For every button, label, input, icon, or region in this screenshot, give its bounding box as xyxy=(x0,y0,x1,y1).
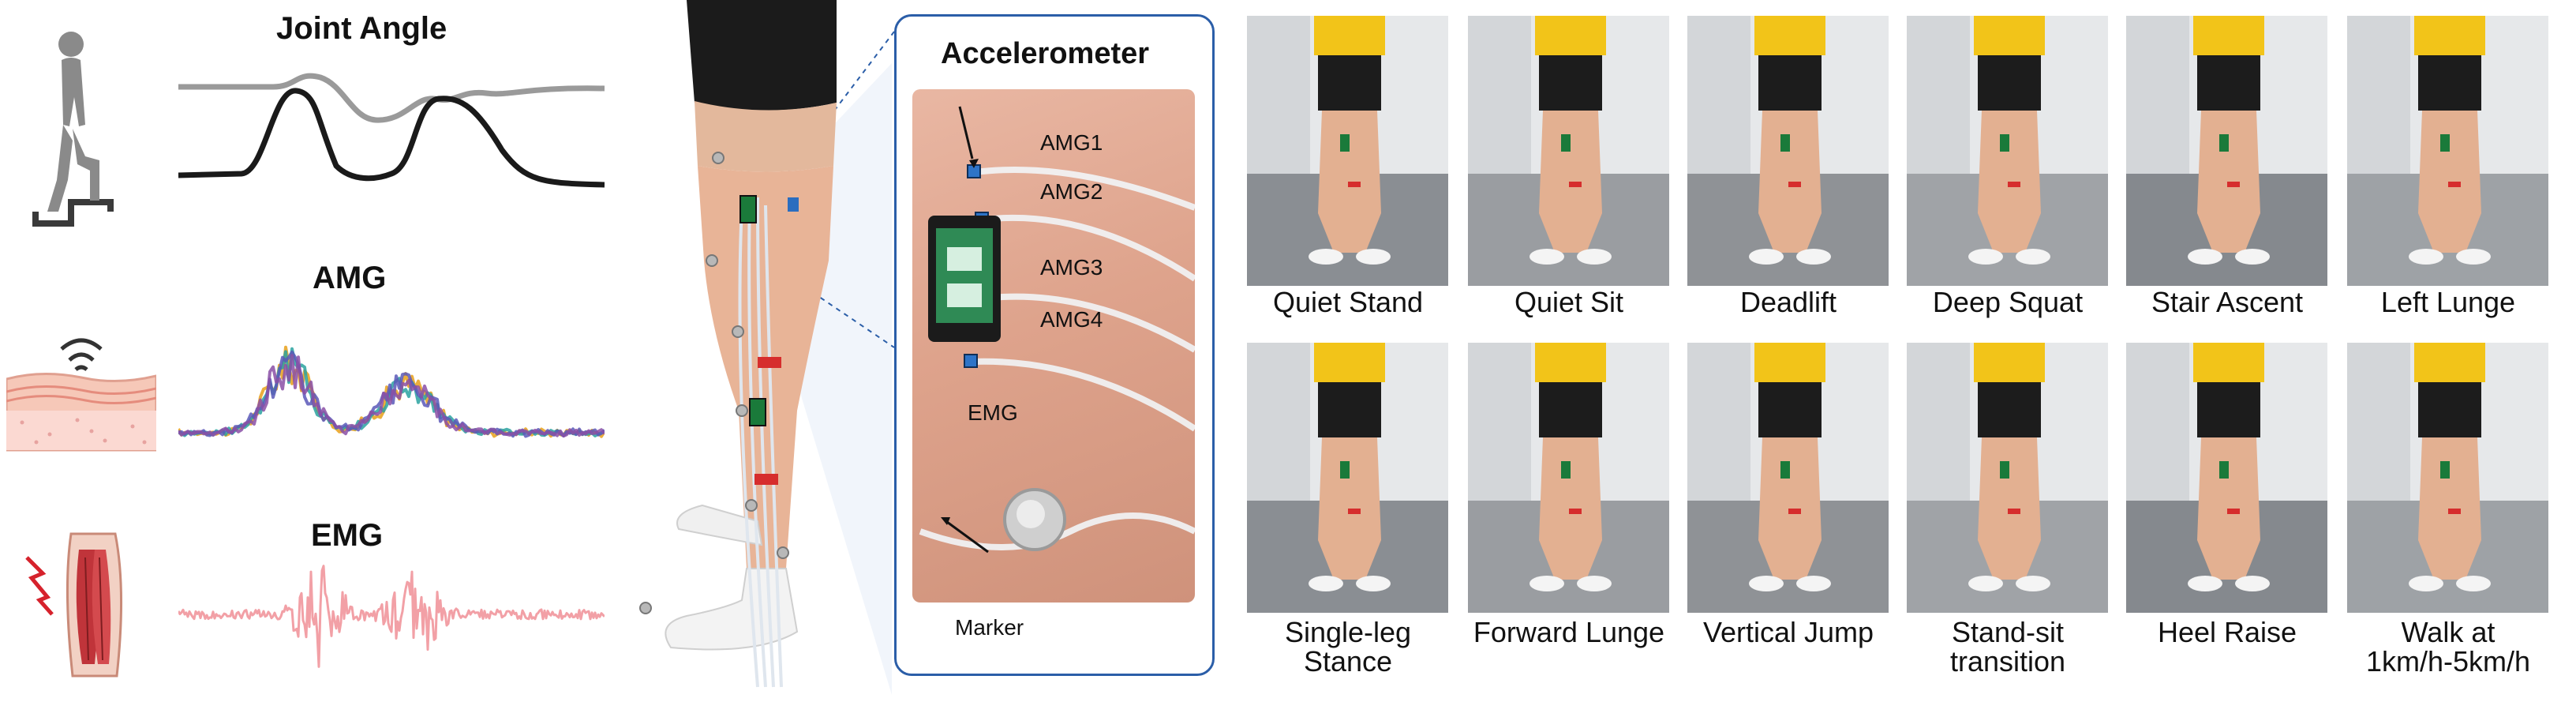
activity-scene xyxy=(2126,343,2327,613)
activity-photo xyxy=(1687,16,1889,286)
activity-caption-line: Heel Raise xyxy=(2157,616,2297,648)
marker-label: Marker xyxy=(955,615,1024,640)
amg2-label: AMG2 xyxy=(1040,179,1103,204)
amg-trace xyxy=(178,345,605,438)
activity-scene xyxy=(2347,16,2548,286)
activity-photo xyxy=(2126,16,2327,286)
amg3-label: AMG3 xyxy=(1040,255,1103,280)
callout-title: Accelerometer xyxy=(941,37,1150,70)
activity-caption-line: Walk at xyxy=(2401,616,2496,648)
activity-caption-line: Stand-sit xyxy=(1951,616,2065,648)
activity-caption-line: Stair Ascent xyxy=(2151,286,2304,318)
activity-caption-line: Deadlift xyxy=(1739,286,1837,318)
activity-caption: Quiet Stand xyxy=(1237,287,1458,317)
activity-caption-line: Deep Squat xyxy=(1932,286,2084,318)
activity-scene xyxy=(1687,343,1889,613)
skin-vibration-icon xyxy=(6,338,156,452)
sensor-closeup-photo xyxy=(912,89,1195,603)
activity-caption-line: Left Lunge xyxy=(2380,286,2516,318)
activity-photo xyxy=(1468,16,1669,286)
activity-photo xyxy=(2126,343,2327,613)
emg-trace xyxy=(178,565,605,668)
activity-scene xyxy=(1247,343,1448,613)
amg4-label: AMG4 xyxy=(1040,307,1103,332)
activity-caption-line: Quiet Sit xyxy=(1514,286,1624,318)
amg-series-line xyxy=(178,354,605,438)
leg-illustration xyxy=(639,0,895,695)
amg-title: AMG xyxy=(313,261,387,295)
activity-scene xyxy=(1468,343,1669,613)
sensor-closeup-drawing xyxy=(919,106,1195,554)
activity-photo xyxy=(2347,343,2548,613)
activity-caption-line: Vertical Jump xyxy=(1702,616,1874,648)
activity-scene xyxy=(1247,16,1448,286)
activity-caption: Stair Ascent xyxy=(2117,287,2338,317)
activity-photo xyxy=(1687,343,1889,613)
activity-caption-line: transition xyxy=(1949,645,2066,678)
activity-photo xyxy=(1468,343,1669,613)
amg1-label: AMG1 xyxy=(1040,130,1103,155)
activity-photo xyxy=(1247,16,1448,286)
activity-photo xyxy=(2347,16,2548,286)
joint-angle-title: Joint Angle xyxy=(276,11,447,46)
activity-caption-line: 1km/h-5km/h xyxy=(2365,645,2531,678)
activity-scene xyxy=(2347,343,2548,613)
stair-climber-icon xyxy=(32,32,114,227)
activity-scene xyxy=(2126,16,2327,286)
activity-caption: Deadlift xyxy=(1678,287,1899,317)
activity-caption: Left Lunge xyxy=(2338,287,2559,317)
activity-scene xyxy=(1907,343,2108,613)
activity-caption: Deep Squat xyxy=(1897,287,2118,317)
activity-caption: Heel Raise xyxy=(2117,618,2338,647)
activity-caption: Vertical Jump xyxy=(1678,618,1899,647)
muscle-icon xyxy=(25,532,123,678)
activity-scene xyxy=(1468,16,1669,286)
activity-photo xyxy=(1907,16,2108,286)
activity-caption-line: Stance xyxy=(1303,645,1393,678)
joint-angle-trace xyxy=(178,73,605,188)
activity-caption-line: Forward Lunge xyxy=(1473,616,1665,648)
activity-scene xyxy=(1907,16,2108,286)
activity-photo xyxy=(1907,343,2108,613)
activity-caption-line: Single-leg xyxy=(1284,616,1412,648)
activity-caption-line: Quiet Stand xyxy=(1272,286,1424,318)
activity-caption: Forward Lunge xyxy=(1458,618,1679,647)
emg-title: EMG xyxy=(311,518,384,553)
emg-label: EMG xyxy=(968,400,1018,425)
activity-caption: Quiet Sit xyxy=(1458,287,1679,317)
activity-photo xyxy=(1247,343,1448,613)
activity-scene xyxy=(1687,16,1889,286)
sensor-callout: Accelerometer xyxy=(894,14,1215,676)
